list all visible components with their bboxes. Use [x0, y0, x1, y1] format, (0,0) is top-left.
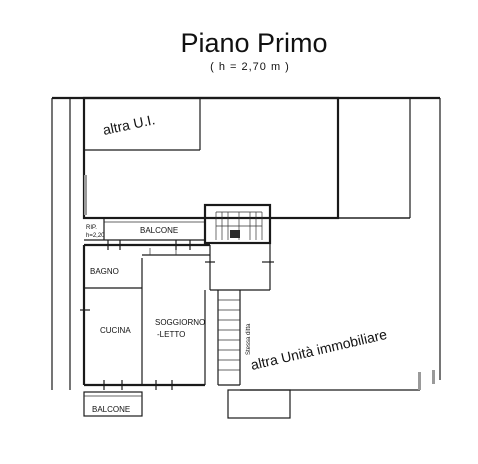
balcony-top-label: BALCONE [140, 226, 178, 235]
plan-title: Piano Primo [180, 28, 327, 58]
lower-stair [218, 299, 240, 371]
opening-marks [80, 240, 274, 390]
balcony-bottom-area [83, 391, 143, 417]
balcony-bottom-label: BALCONE [92, 405, 130, 414]
balcony-top-area [84, 217, 205, 241]
living-label-line2: -LETTO [157, 330, 185, 339]
plan-subtitle: ( h = 2,70 m ) [210, 61, 290, 73]
other-ui-block [82, 96, 410, 220]
bathroom-label: BAGNO [90, 267, 119, 276]
rip-label: RIP. [86, 225, 97, 231]
rip-height-label: h=2,20 [86, 233, 105, 239]
same-company-label: Stessa ditta [246, 323, 252, 355]
other-unit-label: altra Unità immobiliare [249, 326, 389, 373]
other-ui-label: altra U.I. [101, 111, 156, 138]
staircase [203, 203, 272, 245]
apartment-walls [82, 243, 271, 387]
living-label-line1: SOGGIORNO [155, 318, 205, 327]
kitchen-label: CUCINA [100, 326, 131, 335]
other-unit-block [227, 217, 435, 419]
